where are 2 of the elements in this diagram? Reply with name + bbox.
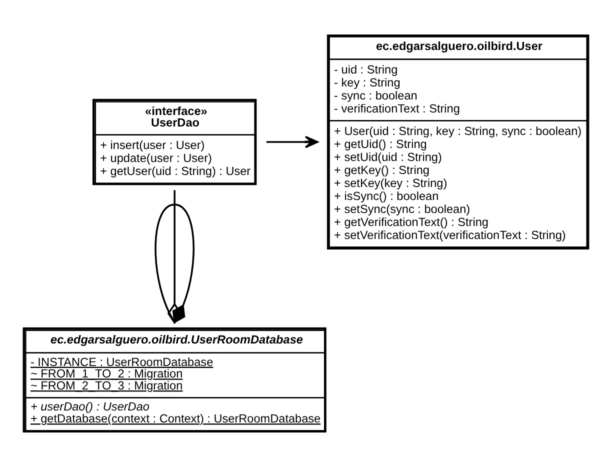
arrow [266,136,318,148]
connector [154,204,194,324]
